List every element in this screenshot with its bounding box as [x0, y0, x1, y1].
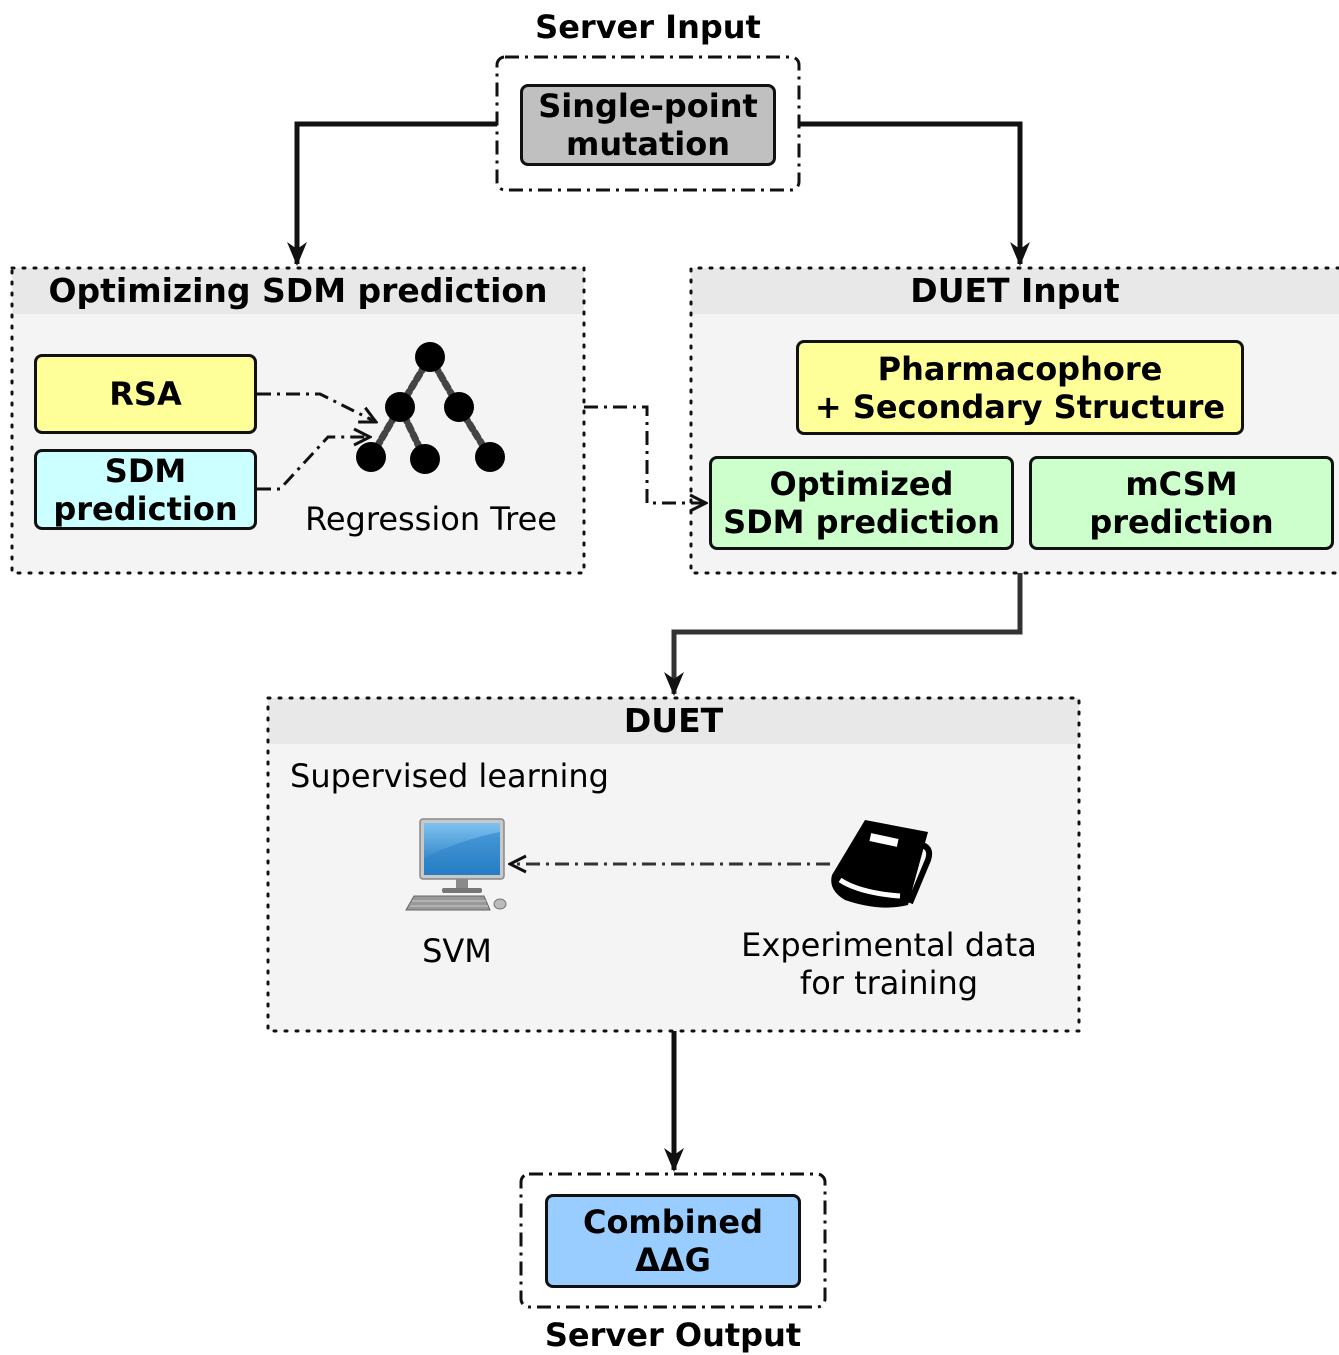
optimized-sdm-box: Optimized SDM prediction	[709, 456, 1014, 550]
duet-input-panel-title: DUET Input	[691, 268, 1339, 314]
arrow-mutation-to-duet-input	[799, 121, 1030, 266]
svm-caption: SVM	[422, 932, 492, 970]
pharmacophore-box: Pharmacophore + Secondary Structure	[796, 340, 1244, 435]
rsa-box: RSA	[34, 354, 257, 434]
sdm-prediction-box: SDM prediction	[34, 449, 257, 530]
duet-panel-title: DUET	[268, 698, 1079, 744]
combined-ddg-box: Combined ΔΔG	[545, 1194, 801, 1288]
server-output-title: Server Output	[544, 1316, 802, 1354]
server-input-title: Server Input	[535, 8, 761, 46]
mcsm-box: mCSM prediction	[1029, 456, 1334, 550]
arrow-optimizing-to-optimized-sdm	[584, 405, 706, 503]
regression-tree-caption: Regression Tree	[305, 500, 557, 538]
optimizing-sdm-panel-title: Optimizing SDM prediction	[12, 268, 584, 314]
arrow-mutation-to-optimizing	[287, 121, 497, 266]
training-data-caption: Experimental data for training	[741, 926, 1037, 1002]
single-point-mutation-box: Single-point mutation	[520, 84, 776, 166]
arrow-duet-input-to-duet	[664, 573, 1023, 696]
supervised-learning-label: Supervised learning	[290, 757, 609, 795]
